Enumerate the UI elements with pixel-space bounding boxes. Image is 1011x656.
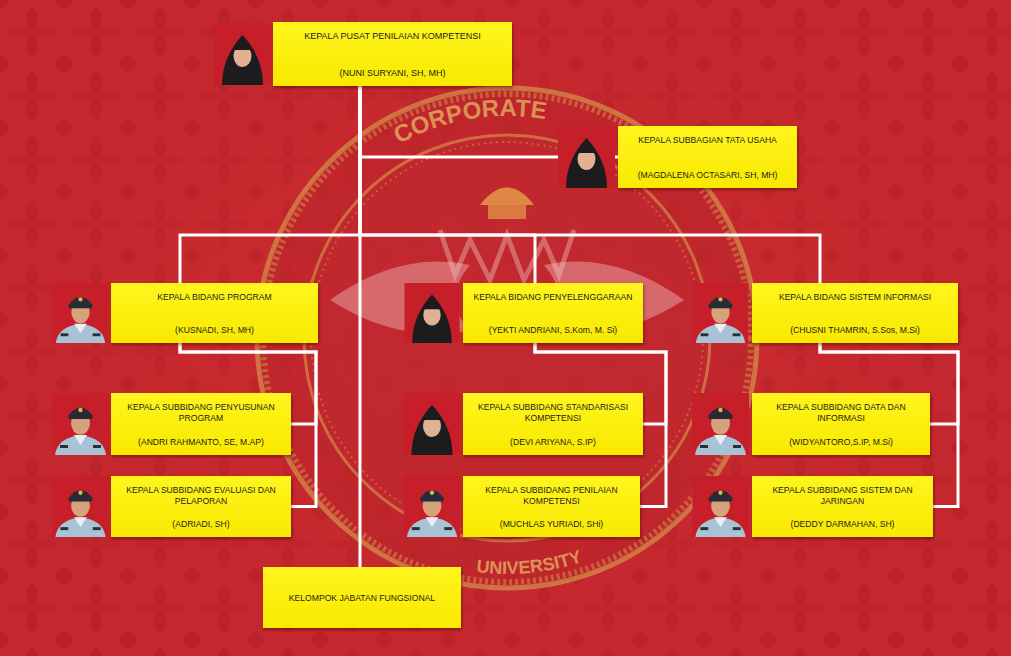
connector [360, 86, 535, 283]
position-title: KELOMPOK JABATAN FUNGSIONAL [289, 593, 435, 604]
official-name: (MUCHLAS YURIADI, SHi) [500, 519, 603, 530]
org-box: KEPALA BIDANG PENYELENGGARAAN (YEKTI ANDR… [463, 283, 643, 343]
org-box: KEPALA SUBBIDANG PENYUSUNAN PROGRAM (ANDR… [111, 393, 291, 455]
official-name: (YEKTI ANDRIANI, S.Kom, M. Si) [489, 325, 617, 336]
position-title: KEPALA SUBBIDANG PENYUSUNAN PROGRAM [119, 402, 283, 423]
official-name: (NUNI SURYANI, SH, MH) [339, 68, 445, 79]
portrait-photo [558, 126, 615, 188]
org-box: KEPALA SUBBIDANG EVALUASI DAN PELAPORAN (… [111, 476, 291, 537]
org-box: KEPALA PUSAT PENILAIAN KOMPETENSI (NUNI S… [273, 22, 512, 86]
portrait-photo [404, 283, 459, 343]
official-name: (CHUSNI THAMRIN, S.Sos, M.Si) [790, 325, 920, 336]
position-title: KEPALA BIDANG PROGRAM [157, 292, 271, 303]
connector [359, 86, 362, 567]
org-box: KEPALA BIDANG PROGRAM (KUSNADI, SH, MH) [111, 283, 318, 343]
portrait-photo [52, 476, 108, 537]
position-title: KEPALA BIDANG SISTEM INFORMASI [779, 292, 931, 303]
position-title: KEPALA BIDANG PENYELENGGARAAN [474, 292, 633, 303]
position-title: KEPALA SUBBIDANG SISTEM DAN JARINGAN [760, 485, 925, 506]
watermark-text: UNIVERSITY [476, 546, 584, 578]
watermark-text: CORPORATE [389, 94, 549, 148]
portrait-photo [404, 476, 460, 537]
official-name: (ANDRI RAHMANTO, SE, M.AP) [138, 437, 264, 448]
org-box: KELOMPOK JABATAN FUNGSIONAL [263, 567, 461, 628]
official-name: (WIDYANTORO,S.IP, M.Si) [789, 437, 893, 448]
official-name: (MAGDALENA OCTASARI, SH, MH) [638, 170, 778, 181]
official-name: (DEDDY DARMAHAN, SH) [791, 519, 895, 530]
position-title: KEPALA PUSAT PENILAIAN KOMPETENSI [304, 31, 481, 42]
portrait-photo [53, 283, 108, 343]
portrait-photo [692, 476, 748, 537]
org-box: KEPALA BIDANG SISTEM INFORMASI (CHUSNI TH… [752, 283, 958, 343]
org-box: KEPALA SUBBIDANG SISTEM DAN JARINGAN (DED… [752, 476, 933, 537]
watermark-text: CORPORATE [389, 94, 549, 148]
org-box: KEPALA SUBBAGIAN TATA USAHA (MAGDALENA OC… [618, 126, 797, 188]
org-box: KEPALA SUBBIDANG PENILAIAN KOMPETENSI (MU… [463, 476, 640, 537]
position-title: KEPALA SUBBIDANG EVALUASI DAN PELAPORAN [119, 485, 283, 506]
portrait-photo [214, 23, 271, 85]
portrait-photo [693, 283, 748, 343]
position-title: KEPALA SUBBAGIAN TATA USAHA [638, 135, 777, 146]
portrait-photo [52, 393, 109, 455]
official-name: (ADRIADI, SH) [172, 519, 229, 530]
official-name: (KUSNADI, SH, MH) [175, 325, 254, 336]
org-box: KEPALA SUBBIDANG DATA DAN INFORMASI (WIDY… [752, 393, 930, 455]
position-title: KEPALA SUBBIDANG DATA DAN INFORMASI [760, 402, 922, 423]
connector [180, 86, 360, 283]
position-title: KEPALA SUBBIDANG STANDARISASI KOMPETENSI [471, 402, 635, 423]
org-box: KEPALA SUBBIDANG STANDARISASI KOMPETENSI… [463, 393, 643, 455]
official-name: (DEVI ARIYANA, S.IP) [510, 437, 596, 448]
portrait-photo [404, 393, 461, 455]
position-title: KEPALA SUBBIDANG PENILAIAN KOMPETENSI [471, 485, 632, 506]
watermark-text: UNIVERSITY [476, 546, 584, 578]
portrait-photo [692, 393, 749, 455]
connector [360, 86, 820, 283]
